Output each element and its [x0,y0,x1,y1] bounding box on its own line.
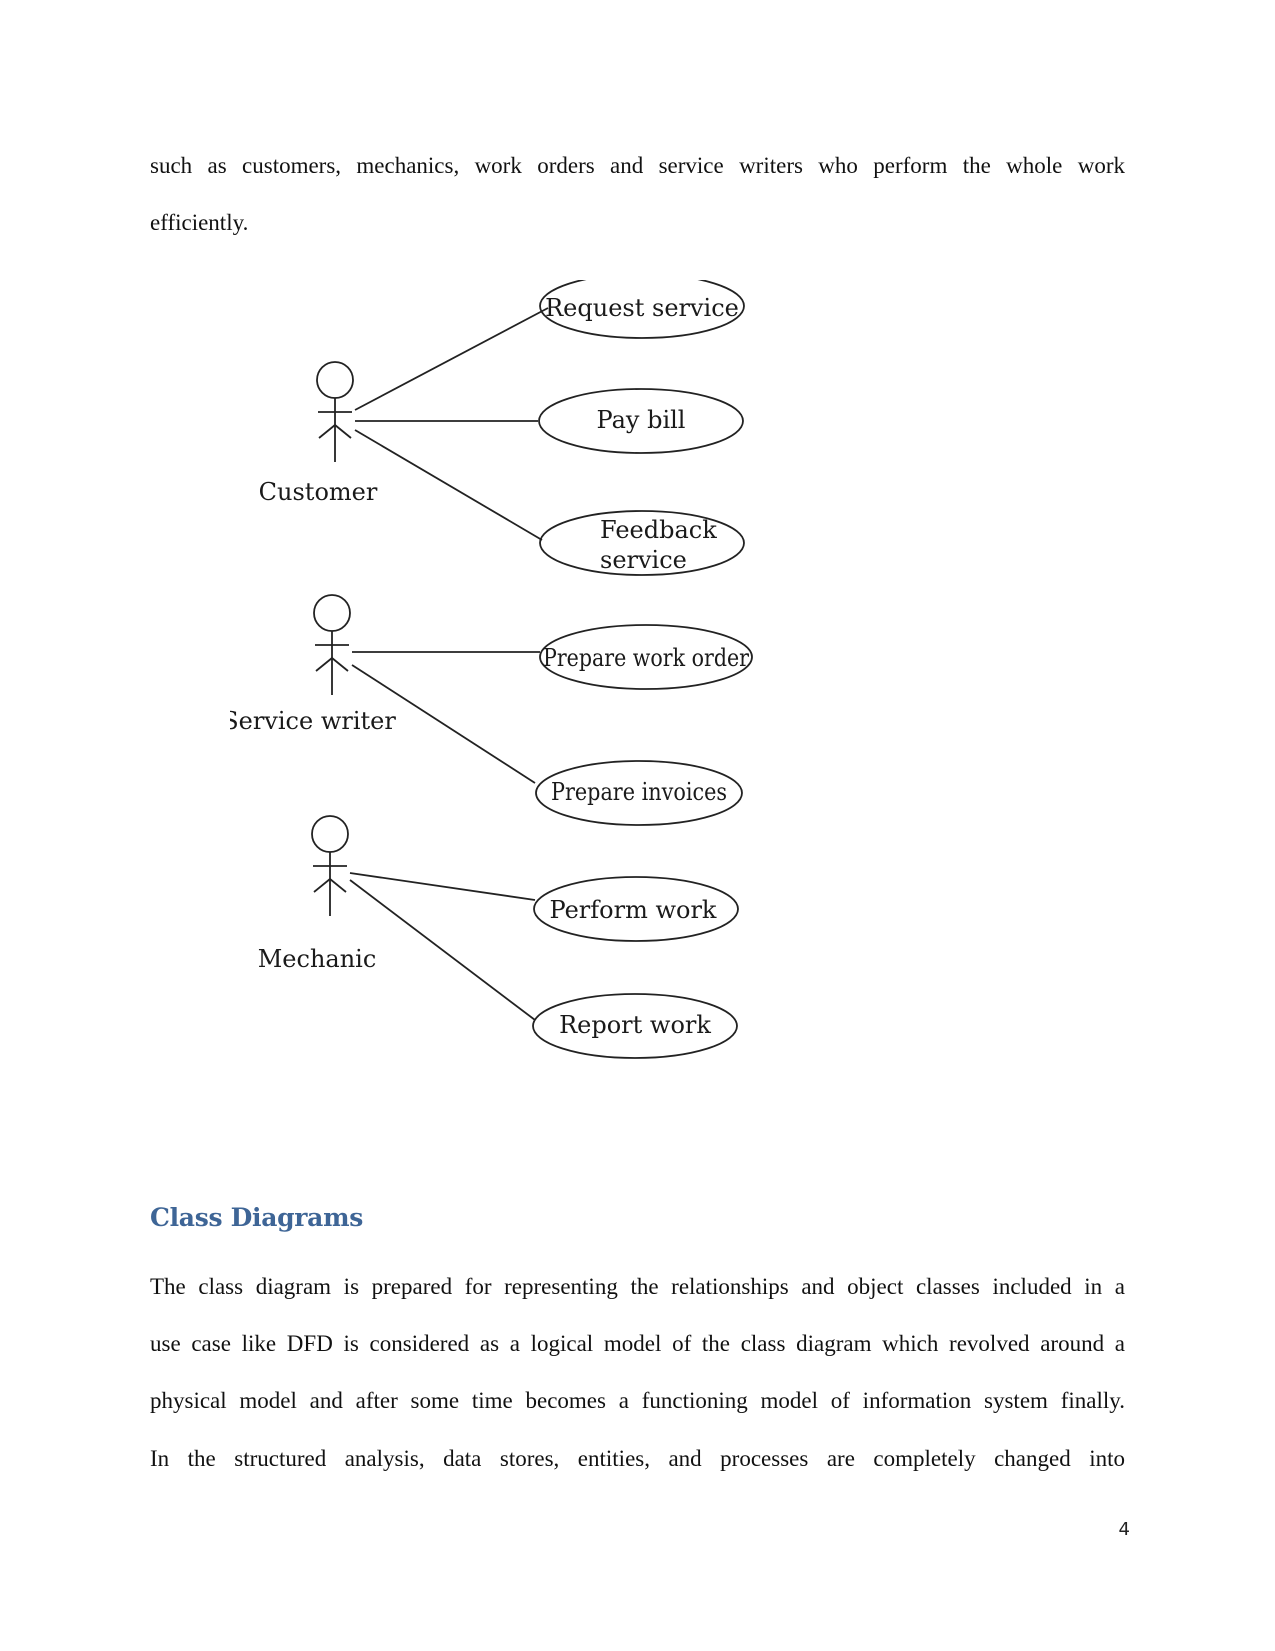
use-case-label-perform-work: Perform work [550,896,717,924]
intro-paragraph-line-2: efficiently. [150,210,249,235]
use-case-feedback-service [539,510,745,576]
association-mechanic-perform-work [349,872,536,901]
use-case-prepare-invoices [535,760,743,826]
body-paragraph-line-4: In the structured analysis, data stores,… [150,1446,1125,1471]
association-service-writer-prepare-invoices [351,664,536,784]
customer-actor-figure [316,361,354,462]
use-case-label-service: service [600,546,687,574]
actor-label-service-writer: Service writer [230,707,396,735]
use-case-prepare-work-order [539,624,753,690]
association-customer-request-service [354,307,549,411]
page-number: 4 [1118,1519,1130,1540]
use-case-pay-bill [538,388,744,454]
use-case-perform-work [533,876,739,942]
body-paragraph-line-2: use case like DFD is considered as a log… [150,1331,1125,1356]
use-case-label-prepare-work-order: Prepare work order [543,644,749,672]
actor-label-customer: Customer [259,478,378,506]
use-case-label-pay-bill: Pay bill [597,406,686,434]
body-paragraph-line-3: physical model and after some time becom… [150,1388,1125,1413]
use-case-request-service [539,280,745,339]
use-case-report-work [532,993,738,1059]
actor-label-mechanic: Mechanic [258,945,377,973]
use-case-label-feedback: Feedback [600,516,717,544]
body-paragraph-line-1: The class diagram is prepared for repres… [150,1274,1125,1299]
section-heading-class-diagrams: Class Diagrams [150,1203,363,1232]
use-case-label-request-service: Request service [545,294,739,322]
use-case-diagram: Customer Service writer Mechanic Request… [230,280,753,1059]
mechanic-actor-figure [311,815,349,916]
service-writer-actor-figure [313,594,351,695]
association-mechanic-report-work [349,879,536,1021]
association-customer-feedback-service [354,429,543,541]
use-case-label-report-work: Report work [559,1011,711,1039]
intro-paragraph-line-1: such as customers, mechanics, work order… [150,153,1125,178]
use-case-label-prepare-invoices: Prepare invoices [551,778,727,806]
